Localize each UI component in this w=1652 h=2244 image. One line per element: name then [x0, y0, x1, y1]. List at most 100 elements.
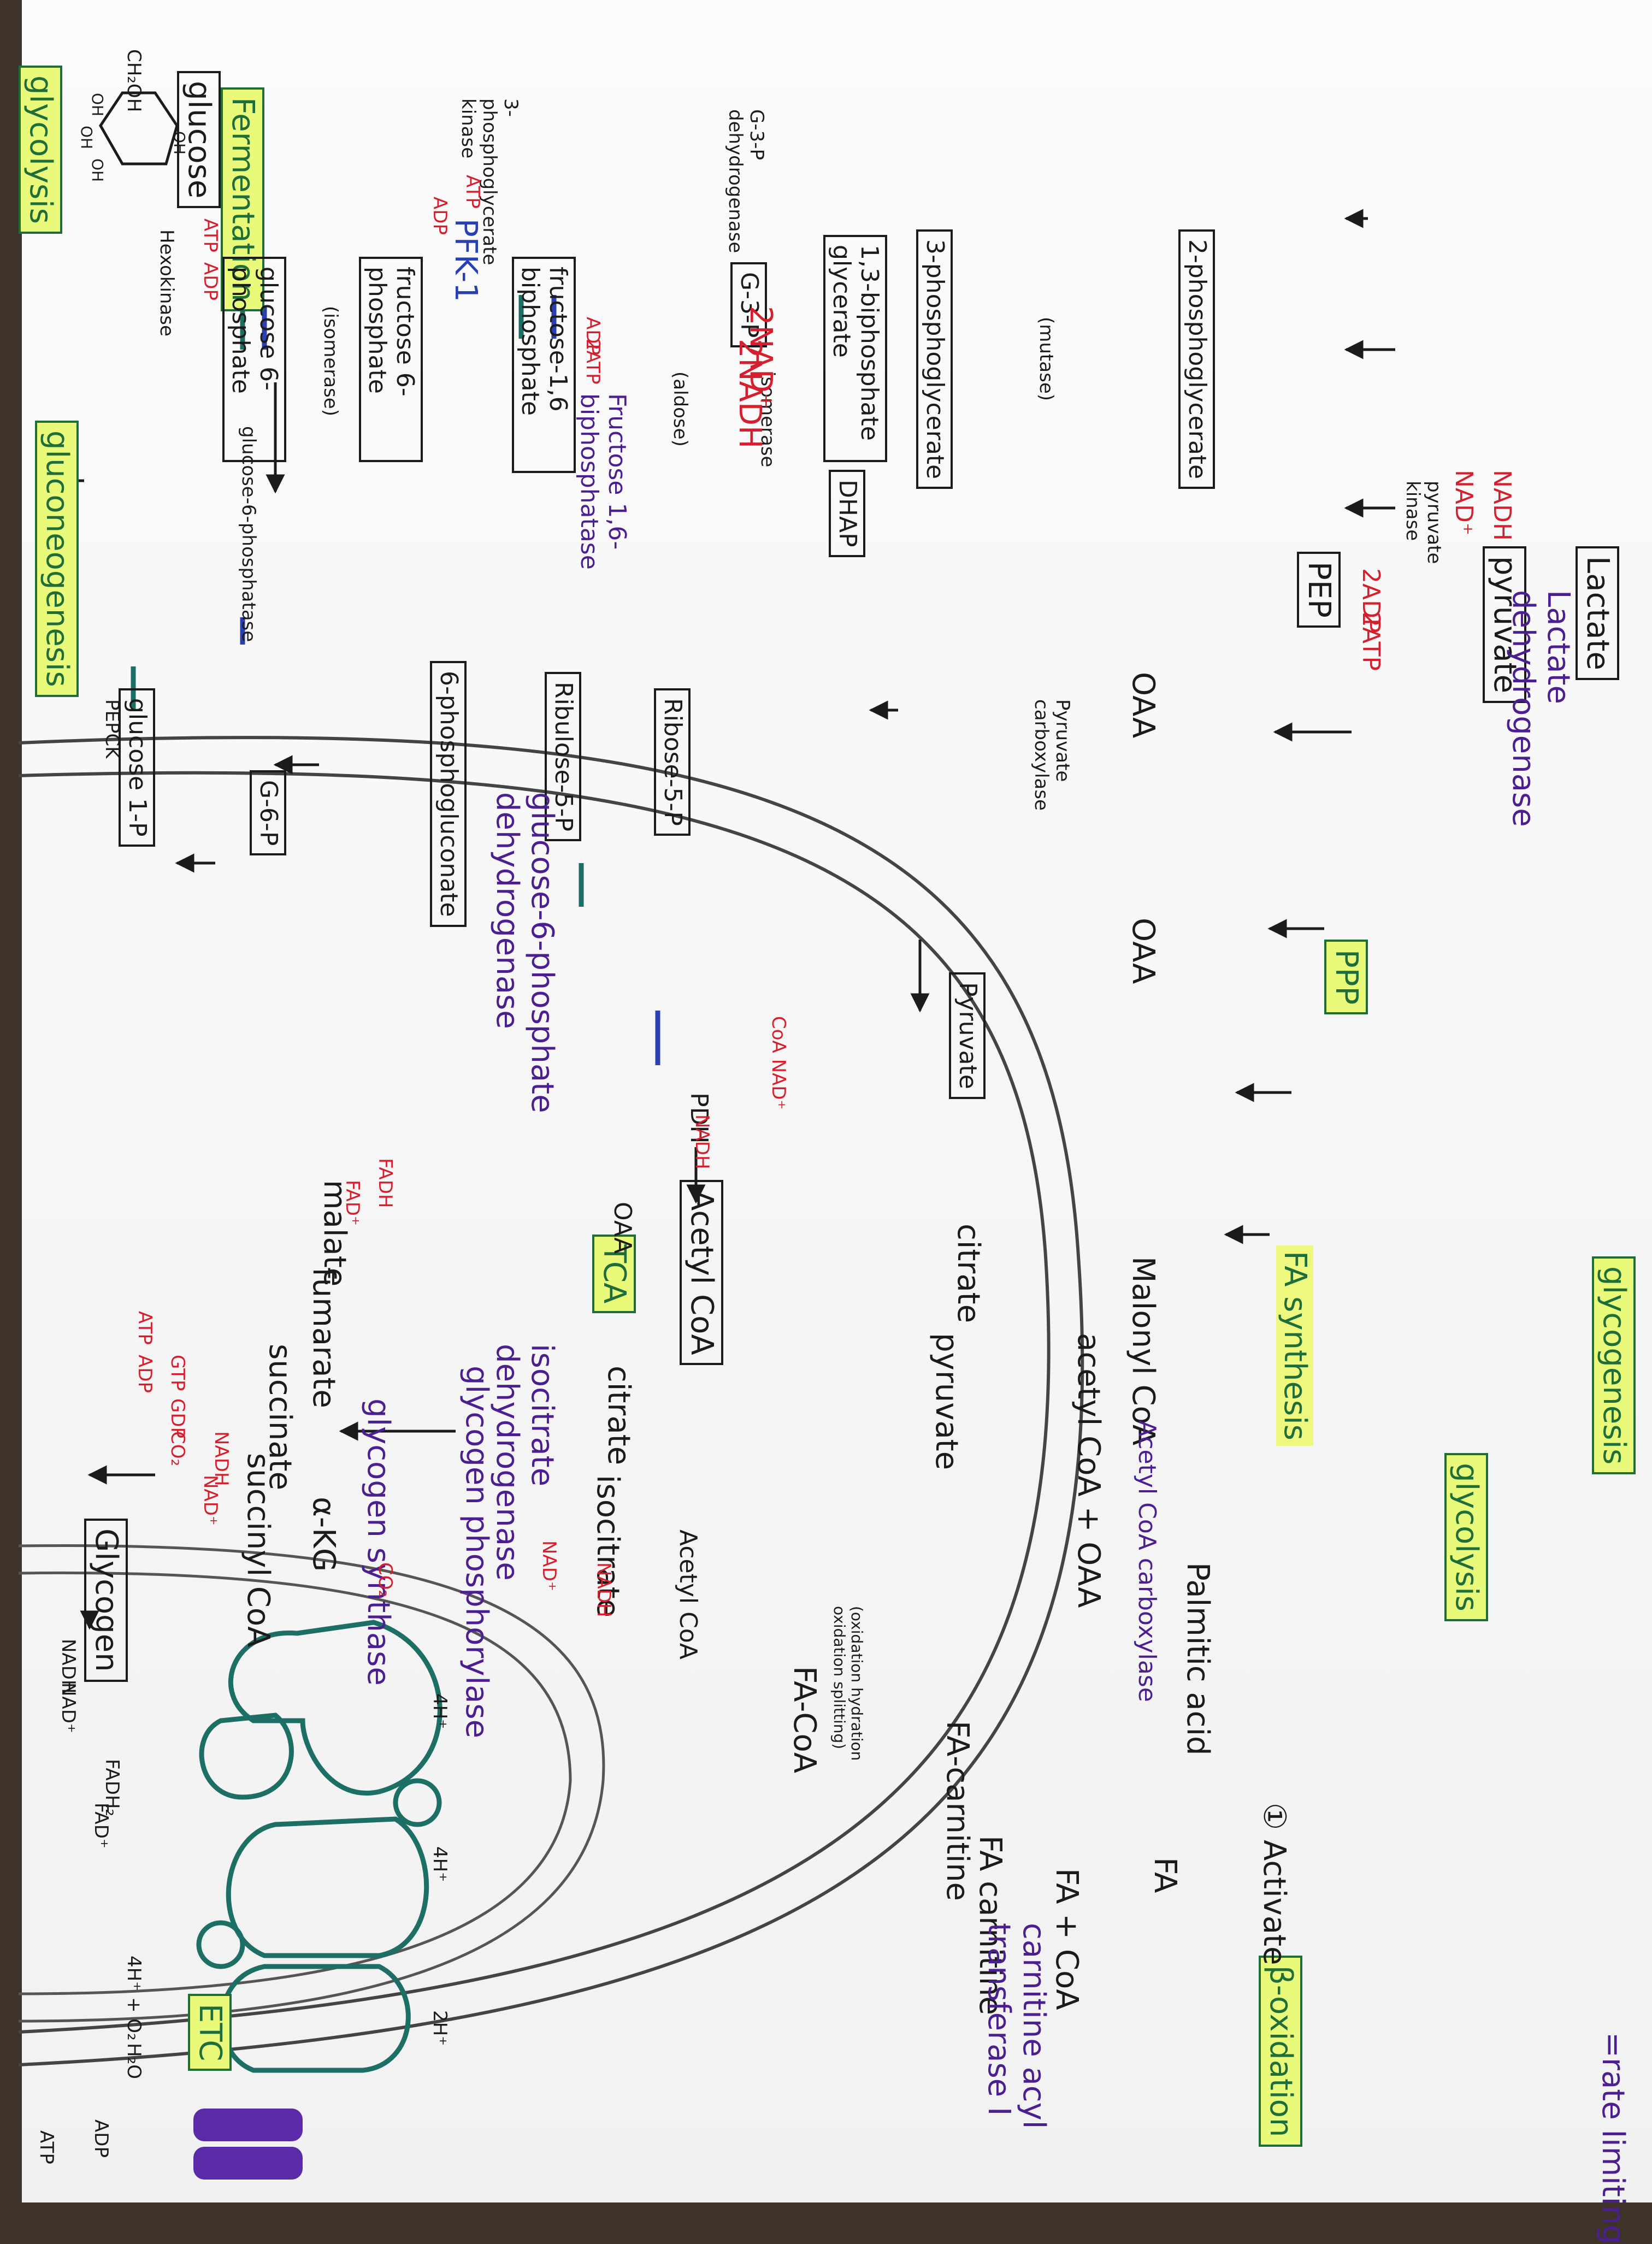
isomerase-label: (isomerase)	[320, 306, 341, 416]
palmitic-acid: Palmitic acid	[1180, 1562, 1216, 1756]
adp-sc: ADP	[134, 1355, 156, 1393]
f6p-box: fructose 6-phosphate	[358, 257, 423, 462]
fa-carnitine-mito: FA-carnitine	[940, 1721, 975, 1902]
adp1: ADP	[199, 262, 221, 300]
h4-2: 4H⁺	[429, 1846, 451, 1882]
g6pase-label: glucose-6-phosphatase	[238, 426, 259, 642]
glycogen-synthase-label: glycogen synthase	[361, 1398, 396, 1686]
oxidation-steps-label: (oxidation hydration oxidation splitting…	[830, 1606, 866, 1761]
pyruvate-kinase-label: pyruvate kinase	[1401, 481, 1445, 564]
akg-tca: α-KG	[306, 1497, 341, 1572]
etc-nad: NAD⁺	[57, 1682, 79, 1733]
fadh: FADH	[374, 1158, 396, 1208]
cat-label: carnitine acyl transferase I	[981, 1923, 1052, 2129]
malonyl-coa: Malonyl CoA	[1125, 1256, 1161, 1446]
glycogenolysis-label: glycolysis	[1444, 1453, 1488, 1621]
fa-synthesis-label: FA synthesis	[1276, 1245, 1313, 1446]
nadh-idh: NADH	[593, 1562, 615, 1617]
nadh-pdh: NADH	[691, 1114, 713, 1170]
hexokinase-label: Hexokinase	[156, 229, 178, 336]
adp2: ADP	[429, 197, 451, 235]
citrate-tca: citrate	[601, 1366, 636, 1466]
rate-limiting-arrows	[131, 295, 660, 1065]
ppp-label: PPP	[1324, 940, 1368, 1015]
acetyl-coa-mito: Acetyl CoA	[674, 1530, 702, 1660]
pyruvate-mito-box: Pyruvate	[949, 972, 986, 1099]
ch2oh-label: CH₂OH	[123, 49, 145, 113]
atp-pk: 2ATP	[1357, 612, 1385, 671]
gtp: GTP	[167, 1355, 188, 1391]
dhap-box: DHAP	[829, 470, 865, 557]
bpg13-box: 1,3-biphosphate glycerate	[823, 235, 887, 462]
pg2-box: 2-phosphoglycerate	[1178, 229, 1215, 489]
nadh-2: 2NADH	[732, 339, 768, 449]
nadh-ldh: NADH	[1488, 470, 1516, 541]
oh-1: OH	[88, 93, 107, 117]
oh-4: OH	[170, 131, 188, 155]
acetyl-coa-box: Acetyl CoA	[679, 1180, 723, 1365]
lactate-box: Lactate	[1575, 546, 1619, 680]
activate-label: ① Activate	[1256, 1803, 1292, 1965]
fa: FA	[1147, 1857, 1183, 1893]
oaa-tca: OAA	[609, 1202, 636, 1254]
o2: 4H⁺ + O₂	[123, 1956, 145, 2041]
coa-nad: CoA NAD⁺	[768, 1016, 789, 1110]
glucose1p-box: glucose 1-P	[119, 688, 155, 847]
pepck-label: PEPCK	[101, 699, 123, 759]
f16bp-box: fructose-1,6 biphosphate	[511, 257, 576, 473]
atp1: ATP	[199, 219, 221, 252]
atp-synthase	[193, 2109, 303, 2180]
fbpase-label: Fructose 1,6-biphosphatase	[575, 393, 631, 570]
etc-label: ETC	[187, 1994, 232, 2071]
glycolysis-label: glycolysis	[18, 66, 62, 234]
aldolase-label: (aldose)	[669, 371, 691, 447]
gluconeogenesis-label: gluconeogenesis	[34, 421, 79, 697]
ribose5p-box: Ribose-5-P	[654, 688, 691, 836]
atp-sc: ATP	[134, 1311, 156, 1345]
adp-etc: ADP	[90, 2119, 112, 2158]
co2-idh: CO₂	[374, 1562, 396, 1598]
atp-2: 2ATP	[582, 339, 604, 385]
g6pdh-label: glucose-6-phosphate dehydrogenase	[489, 792, 560, 1113]
pathway-arrows	[38, 209, 1395, 1630]
oaa-mitochondria: OAA	[1125, 918, 1161, 984]
fad: FAD⁺	[341, 1180, 363, 1226]
beta-oxidation-label: β-oxidation	[1258, 1956, 1302, 2147]
nad-idh: NAD⁺	[538, 1540, 560, 1591]
pyruvate-carboxylase-label: Pyruvate carboxylase	[1030, 699, 1073, 811]
acc-label: Acetyl CoA carboxylase	[1133, 1420, 1161, 1702]
ldh-label: Lactate dehydrogenase	[1505, 590, 1576, 827]
paper-sheet	[22, 0, 1652, 2202]
citrate-cytosol: citrate	[951, 1224, 986, 1324]
glucose-ring	[99, 91, 179, 166]
inner-membrane	[18, 1544, 605, 2023]
phosphogluconate-box: 6-phosphogluconate	[430, 661, 467, 927]
mitochondria-membrane	[18, 736, 1084, 2066]
oh-2: OH	[78, 126, 96, 150]
succinate-tca: succinate	[262, 1344, 298, 1491]
etc-complexes	[196, 1620, 442, 2073]
pep-box: PEP	[1296, 552, 1341, 628]
rate-limiting-legend: =rate limiting	[1595, 2032, 1631, 2244]
nadh-akg: NADH	[210, 1431, 232, 1486]
h2: 2H⁺	[429, 2010, 451, 2046]
g3p-dh-label: G-3-P dehydrogenase	[724, 109, 768, 253]
fa-coa-mito: FA-CoA	[787, 1666, 822, 1774]
pyruvate-cytosol: pyruvate	[929, 1333, 964, 1471]
atp-etc: ATP	[36, 2130, 57, 2164]
pg3-box: 3-phosphoglycerate	[916, 229, 953, 489]
etc-fad: FAD⁺	[90, 1803, 112, 1849]
glycogenesis-label: glycogenesis	[1591, 1256, 1636, 1475]
atp2: ATP	[462, 175, 483, 209]
acetyl-coa-oaa: acetyl CoA + OAA	[1071, 1333, 1106, 1608]
oh-3: OH	[88, 158, 107, 182]
fa-coa: FA + CoA	[1049, 1868, 1084, 2010]
h2o: H₂O	[123, 2043, 145, 2079]
gdp: GDP	[167, 1398, 188, 1439]
oaa-cytosol: OAA	[1125, 672, 1161, 739]
nad-ldh: NAD⁺	[1450, 470, 1478, 536]
glycogen-box: Glycogen	[84, 1519, 128, 1682]
fumarate-tca: fumarate	[306, 1267, 341, 1408]
